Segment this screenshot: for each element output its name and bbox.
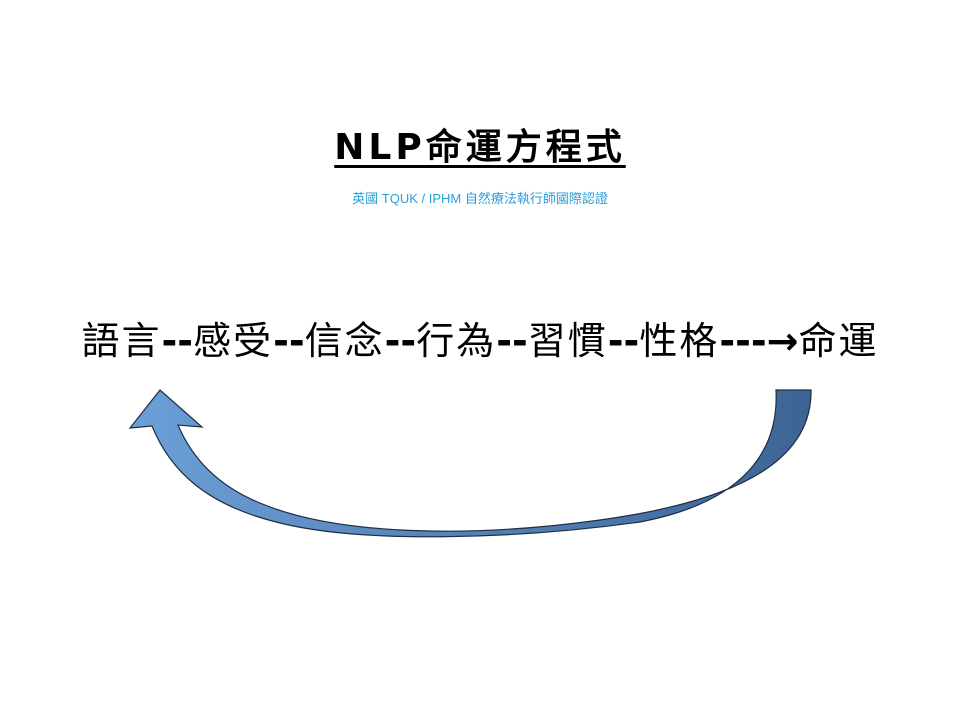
chain-separator: -- [496, 319, 528, 363]
chain-term-feeling: 感受 [193, 319, 274, 363]
curved-arrow-shape [128, 389, 812, 538]
chain-arrow-separator: ---→ [719, 319, 799, 363]
chain-term-character: 性格 [639, 319, 720, 363]
chain-separator: -- [607, 319, 640, 363]
chain-term-habit: 習慣 [527, 319, 608, 363]
slide-title: NLP命運方程式 [0, 118, 960, 170]
chain-term-destiny: 命運 [798, 319, 879, 363]
slide-title-text: NLP命運方程式 [334, 127, 626, 168]
chain-separator: -- [161, 319, 194, 363]
destiny-chain: 語言--感受--信念--行為--習慣--性格---→命運 [0, 310, 960, 365]
slide-subtitle: 英國 TQUK / IPHM 自然療法執行師國際認證 [352, 191, 608, 206]
chain-separator: -- [273, 319, 305, 363]
chain-separator: -- [384, 319, 417, 363]
chain-term-language: 語言 [81, 319, 162, 363]
chain-term-belief: 信念 [304, 319, 385, 363]
chain-term-behavior: 行為 [416, 319, 497, 363]
